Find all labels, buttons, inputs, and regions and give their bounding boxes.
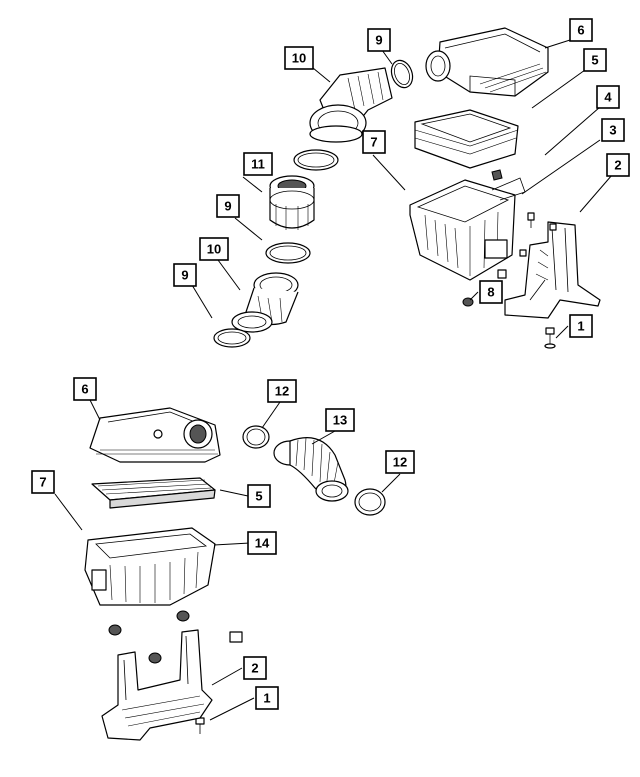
- svg-text:3: 3: [609, 123, 616, 138]
- callout-top-7: 7: [362, 130, 386, 154]
- hose-clamp-bottom: [213, 328, 251, 348]
- svg-text:5: 5: [255, 489, 262, 504]
- callout-bottom-2: 2: [243, 656, 267, 680]
- callout-top-1: 1: [569, 314, 593, 338]
- hose-clamp-bottom-b: [354, 488, 386, 516]
- hose-clamp-upper: [390, 59, 414, 89]
- callout-bottom-6: 6: [73, 377, 97, 401]
- svg-text:2: 2: [251, 661, 258, 676]
- callout-bottom-13: 13: [325, 408, 355, 432]
- svg-text:9: 9: [224, 199, 231, 214]
- svg-text:13: 13: [333, 413, 347, 428]
- svg-text:10: 10: [207, 242, 221, 257]
- hose-clamp-bottom-a: [242, 425, 270, 449]
- callout-bottom-14: 14: [247, 531, 277, 555]
- air-filter-element-bottom: [91, 477, 216, 509]
- svg-text:5: 5: [591, 53, 598, 68]
- svg-text:9: 9: [375, 33, 382, 48]
- svg-text:4: 4: [604, 90, 612, 105]
- leader-lines-top: [191, 39, 613, 339]
- callout-top-3: 3: [601, 118, 625, 142]
- svg-text:10: 10: [292, 51, 306, 66]
- svg-text:12: 12: [275, 384, 289, 399]
- callout-top-5: 5: [583, 48, 607, 72]
- callout-bottom-7: 7: [31, 470, 55, 494]
- callout-top-6: 6: [569, 18, 593, 42]
- callout-top-10b: 10: [199, 237, 229, 261]
- svg-text:8: 8: [487, 285, 494, 300]
- callout-top-9a: 9: [367, 28, 391, 52]
- callout-top-8: 8: [479, 280, 503, 304]
- intake-hose-bottom: [273, 437, 349, 502]
- callout-top-10: 10: [284, 46, 314, 70]
- callout-bottom-5: 5: [247, 484, 271, 508]
- svg-text:14: 14: [255, 536, 270, 551]
- svg-text:9: 9: [181, 268, 188, 283]
- air-box-cover-top: [425, 27, 549, 97]
- intake-elbow-top: [309, 67, 393, 143]
- hose-clamp-mid: [293, 149, 339, 171]
- air-box-housing-top: [409, 177, 526, 281]
- hose-clamp-lower: [265, 242, 311, 264]
- callout-bottom-1: 1: [255, 686, 279, 710]
- throttle-body-adapter-top: [231, 272, 299, 333]
- leader-lines-bottom: [54, 399, 401, 721]
- bottom-assembly: 6 12 13 12 7 5 14 2 1: [31, 377, 415, 741]
- svg-text:7: 7: [39, 475, 46, 490]
- svg-text:12: 12: [393, 455, 407, 470]
- svg-text:6: 6: [577, 23, 584, 38]
- svg-text:1: 1: [577, 319, 584, 334]
- callout-top-9c: 9: [173, 263, 197, 287]
- callout-top-2: 2: [606, 153, 630, 177]
- mounting-bracket-top: [504, 221, 601, 319]
- air-box-housing-bottom: [84, 527, 216, 606]
- callout-bottom-12b: 12: [385, 450, 415, 474]
- air-box-cover-bottom: [89, 407, 221, 463]
- resonator-top: [269, 175, 315, 230]
- callout-top-11: 11: [243, 152, 273, 176]
- callout-top-4: 4: [596, 85, 620, 109]
- callout-bottom-12a: 12: [267, 379, 297, 403]
- top-assembly: 10 9 6 5 4 3 2 7 11 9 10 9 8 1: [173, 18, 630, 349]
- svg-text:7: 7: [370, 135, 377, 150]
- fasteners-bottom: [108, 610, 243, 734]
- svg-text:2: 2: [614, 158, 621, 173]
- svg-text:11: 11: [251, 157, 265, 172]
- mounting-bracket-bottom: [101, 629, 213, 741]
- air-filter-element-top: [414, 109, 519, 169]
- callout-top-9b: 9: [216, 194, 240, 218]
- svg-text:1: 1: [263, 691, 270, 706]
- svg-text:6: 6: [81, 382, 88, 397]
